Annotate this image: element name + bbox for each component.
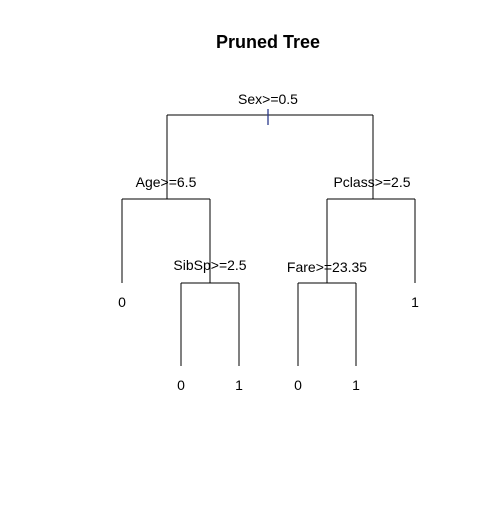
node-label-pclass: Pclass>=2.5 — [333, 174, 410, 190]
leaf-label: 0 — [118, 294, 126, 310]
node-label-sibsp: SibSp>=2.5 — [173, 257, 246, 273]
leaf-label: 1 — [235, 377, 243, 393]
node-label-fare: Fare>=23.35 — [287, 259, 367, 275]
leaf-label: 0 — [177, 377, 185, 393]
node-label-age: Age>=6.5 — [136, 174, 197, 190]
leaf-label: 0 — [294, 377, 302, 393]
leaf-label: 1 — [352, 377, 360, 393]
leaf-label: 1 — [411, 294, 419, 310]
diagram-title: Pruned Tree — [216, 32, 320, 52]
node-label-sex: Sex>=0.5 — [238, 91, 298, 107]
